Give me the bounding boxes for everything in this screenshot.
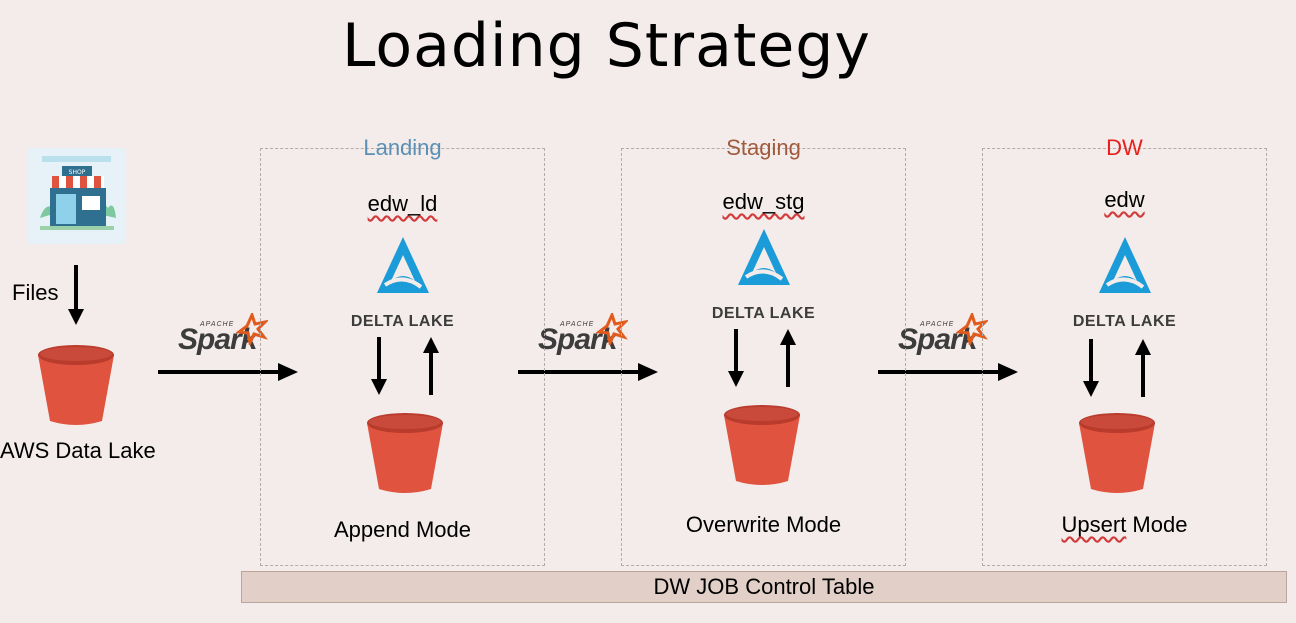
bucket-icon bbox=[722, 403, 802, 485]
svg-text:SHOP: SHOP bbox=[69, 169, 86, 176]
shop-icon: SHOP bbox=[28, 148, 125, 244]
delta-lake-icon bbox=[376, 237, 429, 293]
job-control-table: DW JOB Control Table bbox=[241, 571, 1287, 603]
stage-label: Landing bbox=[363, 135, 442, 160]
delta-lake-logo: DELTA LAKE bbox=[343, 235, 463, 331]
stage-label: Staging bbox=[726, 135, 801, 160]
arrow-down-icon bbox=[66, 265, 86, 325]
page-title: Loading Strategy bbox=[342, 11, 871, 81]
arrow-right-icon bbox=[878, 361, 1020, 383]
delta-lake-logo: DELTA LAKE bbox=[1065, 235, 1185, 331]
bucket-icon bbox=[36, 343, 116, 425]
stage-dw: DW edw DELTA LAKE Upsert Mode bbox=[982, 135, 1267, 566]
files-label: Files bbox=[12, 280, 59, 305]
spark-star-icon bbox=[236, 313, 268, 345]
arrow-down-icon bbox=[726, 329, 746, 389]
load-mode: Append Mode bbox=[334, 517, 471, 542]
delta-lake-icon bbox=[1098, 237, 1151, 293]
database-name: edw_stg bbox=[722, 189, 805, 214]
arrow-down-icon bbox=[1081, 339, 1101, 399]
arrow-up-icon bbox=[778, 329, 798, 389]
stage-staging: Staging edw_stg DELTA LAKE Overwrite Mod… bbox=[621, 135, 906, 566]
spark-star-icon bbox=[956, 313, 988, 345]
database-name: edw_ld bbox=[367, 191, 438, 216]
load-mode: Overwrite Mode bbox=[685, 512, 842, 537]
spark-logo: APACHE Spark bbox=[178, 313, 273, 361]
database-name: edw bbox=[1104, 187, 1145, 212]
arrow-down-icon bbox=[369, 337, 389, 397]
arrow-right-icon bbox=[518, 361, 660, 383]
delta-lake-icon bbox=[737, 229, 790, 285]
spark-logo: APACHE Spark bbox=[898, 313, 993, 361]
arrow-up-icon bbox=[1133, 339, 1153, 399]
stage-label: DW bbox=[1106, 135, 1143, 160]
aws-data-lake-label: AWS Data Lake bbox=[0, 438, 156, 463]
load-mode-suffix: Mode bbox=[1126, 512, 1188, 537]
arrow-up-icon bbox=[421, 337, 441, 397]
load-mode-prefix: Upsert bbox=[1061, 512, 1127, 537]
load-mode: Upsert Mode bbox=[983, 512, 1266, 538]
bucket-icon bbox=[1077, 411, 1157, 493]
arrow-right-icon bbox=[158, 361, 300, 383]
bucket-icon bbox=[365, 411, 445, 493]
stage-landing: Landing edw_ld DELTA LAKE Append Mode bbox=[260, 135, 545, 566]
spark-logo: APACHE Spark bbox=[538, 313, 633, 361]
delta-lake-logo: DELTA LAKE bbox=[704, 227, 824, 323]
